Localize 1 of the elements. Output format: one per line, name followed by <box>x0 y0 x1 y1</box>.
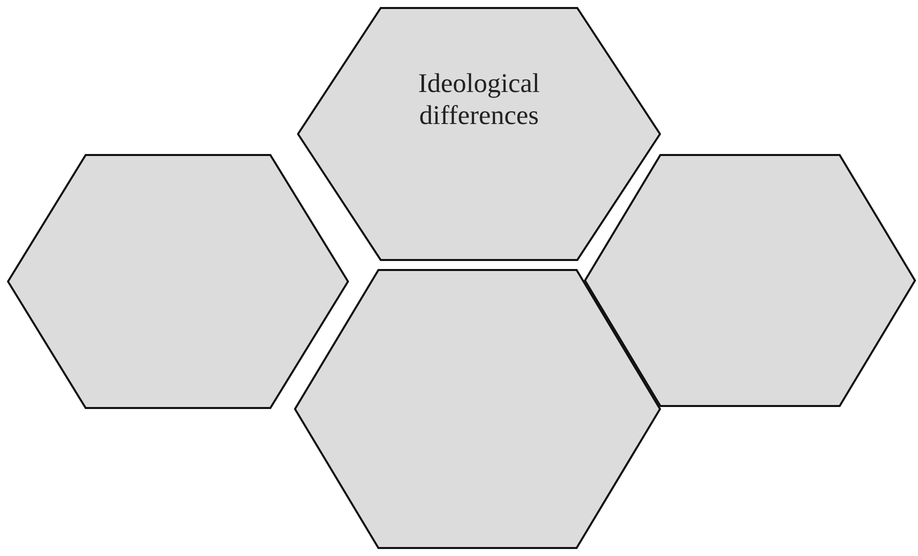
hexagon-label: Ideological differences <box>417 67 541 131</box>
